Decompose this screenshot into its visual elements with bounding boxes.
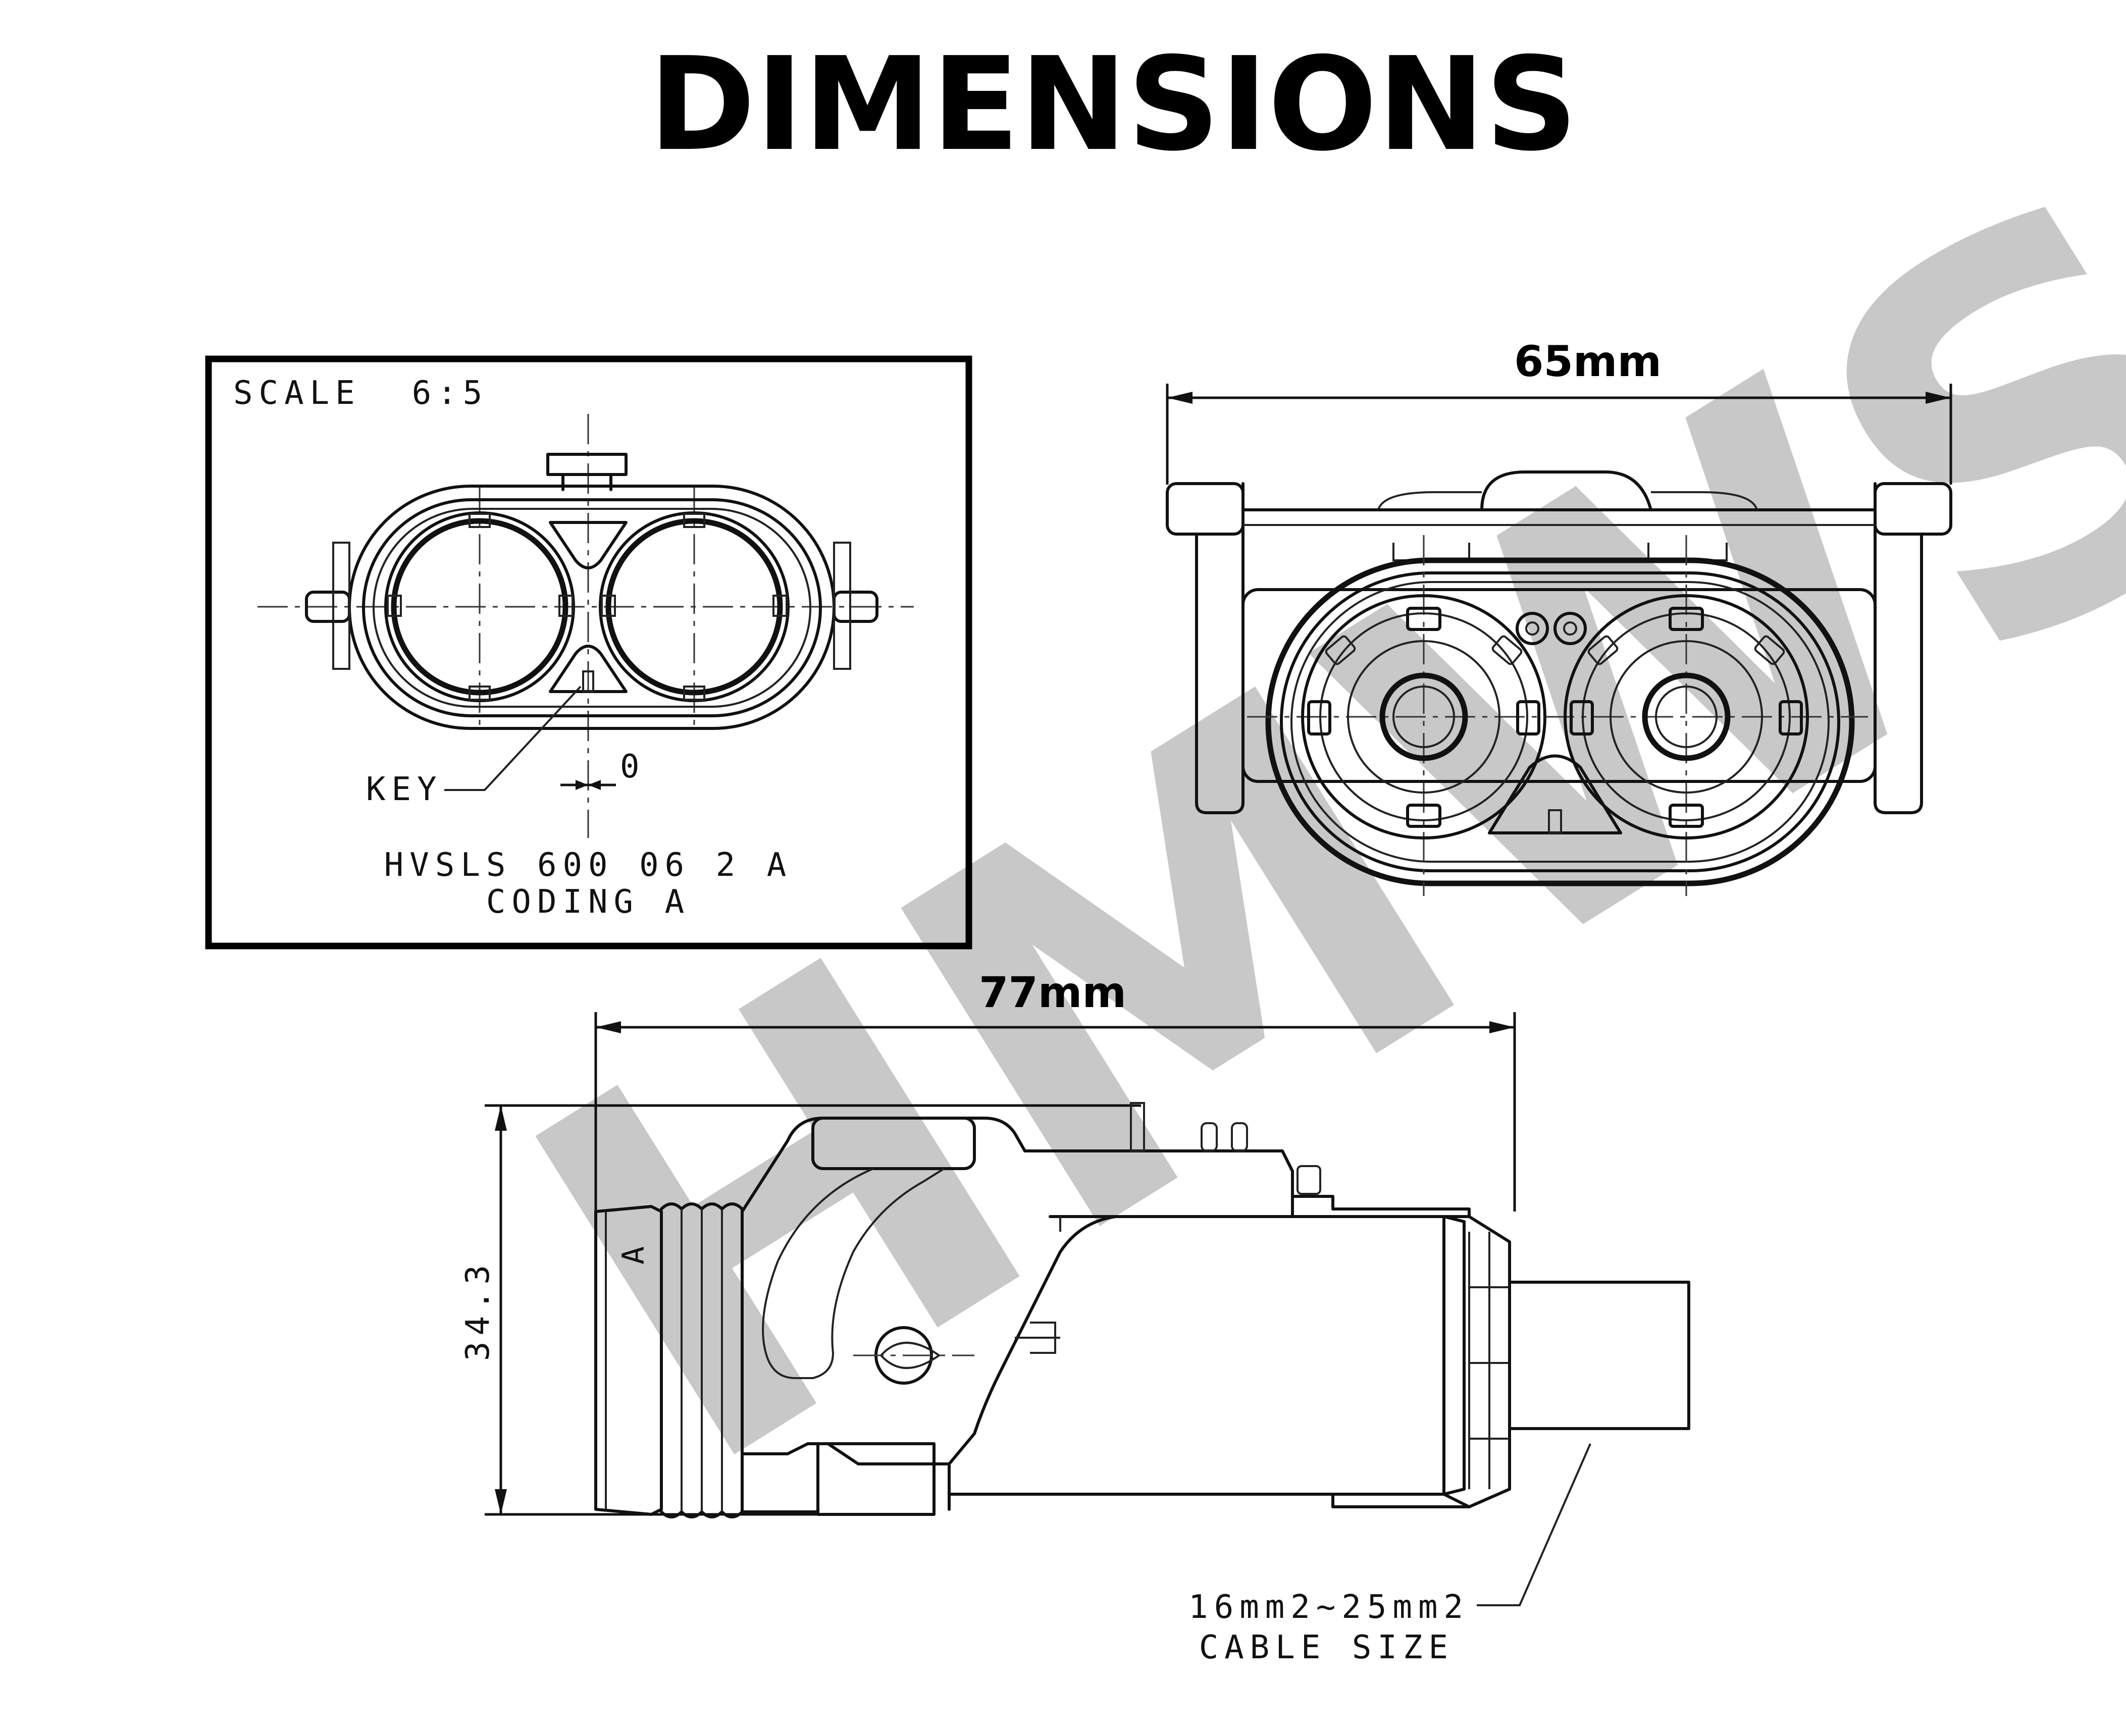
- interlock-pin-right: [1553, 612, 1587, 645]
- cable-size-label: CABLE SIZE: [1199, 1629, 1454, 1666]
- key-value: 0: [620, 748, 646, 785]
- scale-label: SCALE 6:5: [233, 375, 488, 412]
- detail-bore-left: [391, 518, 568, 696]
- front-view: 65mm: [1166, 337, 1952, 896]
- svg-text:A: A: [616, 1241, 651, 1265]
- height-dimension-label: 34.3: [459, 1259, 497, 1361]
- length-dimension-label: 77mm: [979, 968, 1126, 1017]
- width-dimension-label: 65mm: [1514, 337, 1662, 386]
- detail-view: SCALE 6:5: [205, 355, 972, 950]
- part-number: HVSLS 600 06 2 A: [384, 847, 793, 884]
- front-face-outline: [1265, 557, 1855, 886]
- side-barrel: [948, 1215, 1445, 1496]
- front-socket-right: [1564, 594, 1809, 839]
- key-label: KEY: [366, 771, 443, 808]
- watermark-logo: HMWS: [441, 77, 2126, 1583]
- side-view: 77mm 34.3 A: [459, 968, 1690, 1666]
- detail-view-frame: [205, 355, 972, 950]
- interlock-pin-left: [1516, 612, 1549, 645]
- detail-bore-right: [605, 518, 783, 696]
- front-socket-left: [1301, 594, 1546, 839]
- page-title: DIMENSIONS: [649, 30, 1578, 180]
- side-cable: [1508, 1281, 1690, 1430]
- coding-label: CODING A: [486, 883, 690, 921]
- cable-size-value: 16mm2~25mm2: [1188, 1589, 1469, 1626]
